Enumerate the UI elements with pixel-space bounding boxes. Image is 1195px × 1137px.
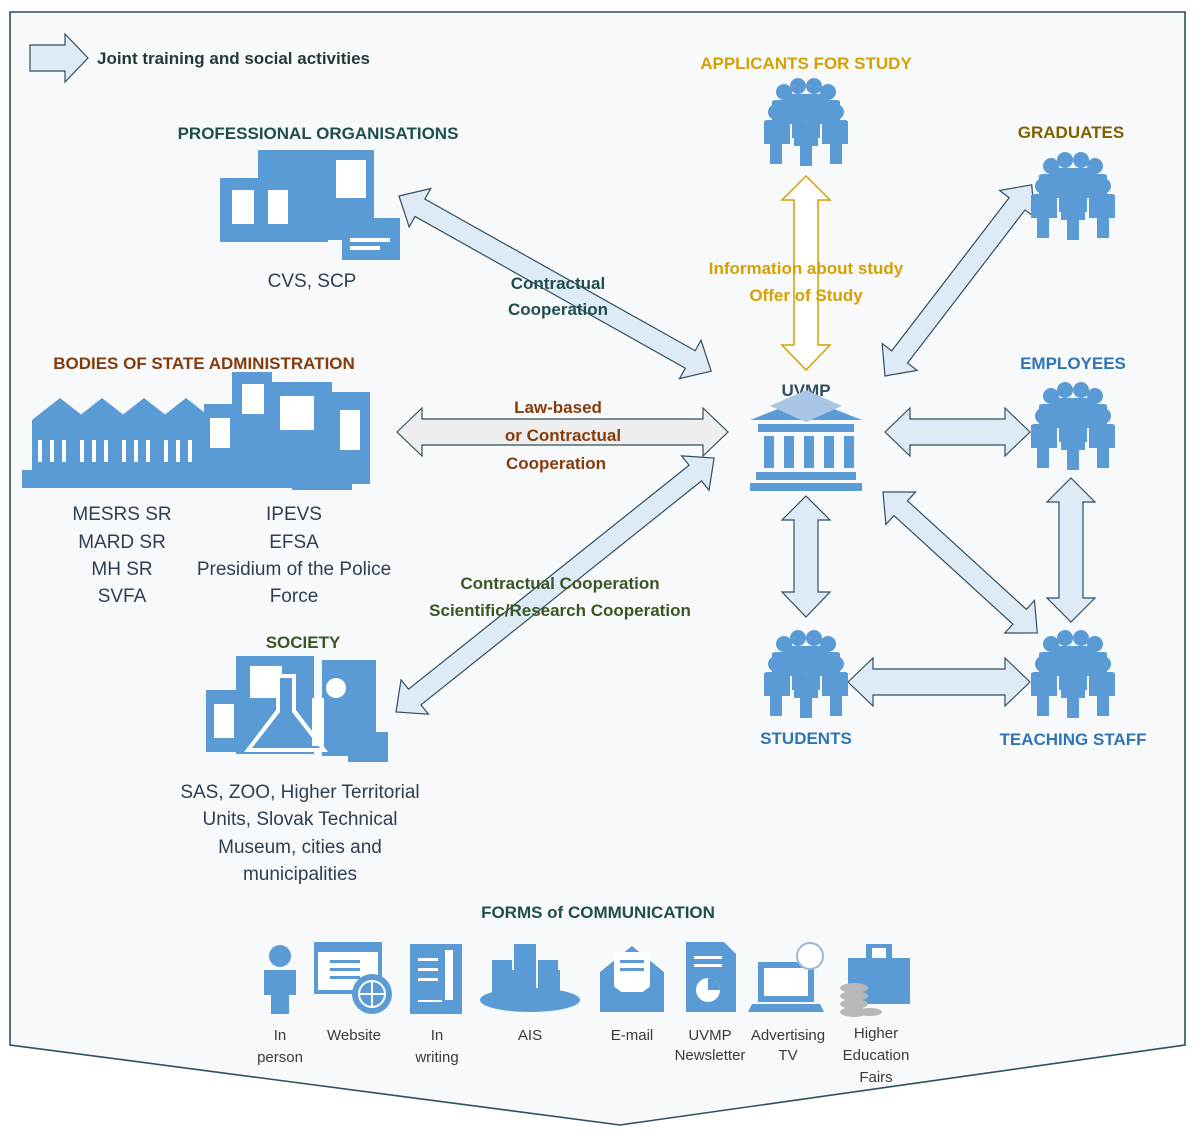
students: STUDENTS <box>760 630 852 748</box>
graduates: GRADUATES <box>1018 123 1124 240</box>
legend-arrow-icon <box>29 32 89 84</box>
relation-labels: Contractual Cooperation Law-based or Con… <box>429 259 904 620</box>
study-label: Information about study <box>709 259 904 278</box>
form-label: AIS <box>518 1027 542 1044</box>
law-label: Law-based <box>514 398 602 417</box>
government-buildings-icon <box>22 372 370 490</box>
staff-vertical-arrow <box>1045 477 1097 623</box>
professional-arrow <box>398 187 712 380</box>
form-label: writing <box>414 1049 458 1066</box>
society-arrow <box>395 455 715 715</box>
form-label: Advertising <box>751 1027 825 1044</box>
newsletter-icon <box>686 942 736 1012</box>
professional-member: CVS, SCP <box>268 271 357 292</box>
teaching-arrow <box>882 491 1038 634</box>
employees: EMPLOYEES <box>1020 354 1126 470</box>
form-label: TV <box>778 1047 797 1064</box>
students-teaching-arrow <box>847 656 1031 708</box>
uvmp: UVMP <box>750 381 862 491</box>
form-label: UVMP <box>688 1027 731 1044</box>
writing-icon <box>410 944 462 1014</box>
form-label: Fairs <box>859 1069 892 1086</box>
applicants-for-study: APPLICANTS FOR STUDY <box>700 54 912 166</box>
applicants-arrow <box>780 174 832 372</box>
society-relation-label: Scientific/Research Cooperation <box>429 601 691 620</box>
society-relation-label: Contractual Cooperation <box>460 574 659 593</box>
contractual-label: Contractual <box>511 274 605 293</box>
employees-arrow <box>884 406 1031 458</box>
state-member: IPEVS <box>266 504 322 525</box>
society-member: SAS, ZOO, Higher Territorial <box>180 782 419 803</box>
society-member: Units, Slovak Technical <box>202 809 397 830</box>
form-label: In <box>274 1027 287 1044</box>
state-member: Presidium of the Police <box>197 559 391 580</box>
form-label: person <box>257 1049 303 1066</box>
science-buildings-icon <box>206 656 388 762</box>
outer-frame <box>9 11 1186 1126</box>
state-members-right: IPEVS EFSA Presidium of the Police Force <box>197 504 391 607</box>
office-buildings-icon <box>220 150 400 260</box>
study-label: Offer of Study <box>749 286 863 305</box>
state-member: EFSA <box>269 532 319 553</box>
state-member: MARD SR <box>78 532 166 553</box>
students-title: STUDENTS <box>760 729 852 748</box>
society-member: Museum, cities and <box>218 837 382 858</box>
form-label: Education <box>843 1047 910 1064</box>
state-member: MESRS SR <box>72 504 171 525</box>
law-label: or Contractual <box>505 426 621 445</box>
legend-label: Joint training and social activities <box>97 49 370 68</box>
society-title: SOCIETY <box>266 633 341 652</box>
contractual-label: Cooperation <box>508 300 608 319</box>
university-icon <box>750 390 862 491</box>
employees-title: EMPLOYEES <box>1020 354 1126 373</box>
person-icon <box>264 945 296 1014</box>
communication-title: FORMS of COMMUNICATION <box>481 903 715 922</box>
state-member: SVFA <box>98 586 147 607</box>
form-label: Website <box>327 1027 381 1044</box>
state-members-left: MESRS SR MARD SR MH SR SVFA <box>72 504 171 607</box>
legend: Joint training and social activities <box>29 32 370 84</box>
state-arrow <box>396 406 729 458</box>
professional-organisations: PROFESSIONAL ORGANISATIONS CVS, SCP <box>178 124 459 292</box>
email-icon <box>600 946 664 1012</box>
society-member: municipalities <box>243 864 357 885</box>
form-label: Newsletter <box>675 1047 746 1064</box>
forms-of-communication: FORMS of COMMUNICATION <box>257 903 910 1086</box>
teaching-title: TEACHING STAFF <box>999 730 1146 749</box>
state-member: MH SR <box>91 559 152 580</box>
state-administration: BODIES OF STATE ADMINISTRATION MESRS SR … <box>22 354 391 607</box>
state-title: BODIES OF STATE ADMINISTRATION <box>53 354 355 373</box>
society: SOCIETY SAS, ZOO, Higher Territorial Uni… <box>180 633 419 885</box>
law-label: Cooperation <box>506 454 606 473</box>
graduates-arrow <box>881 184 1036 377</box>
tv-icon <box>748 942 824 1012</box>
state-member: Force <box>270 586 319 607</box>
form-label: E-mail <box>611 1027 654 1044</box>
form-label: Higher <box>854 1025 898 1042</box>
relation-arrows <box>395 174 1097 715</box>
website-icon <box>314 942 392 1014</box>
applicants-title: APPLICANTS FOR STUDY <box>700 54 912 73</box>
professional-title: PROFESSIONAL ORGANISATIONS <box>178 124 459 143</box>
fairs-icon <box>840 944 910 1017</box>
students-arrow <box>780 495 832 618</box>
ais-icon <box>480 944 580 1012</box>
graduates-title: GRADUATES <box>1018 123 1124 142</box>
form-label: In <box>431 1027 444 1044</box>
teaching-staff: TEACHING STAFF <box>999 630 1147 749</box>
